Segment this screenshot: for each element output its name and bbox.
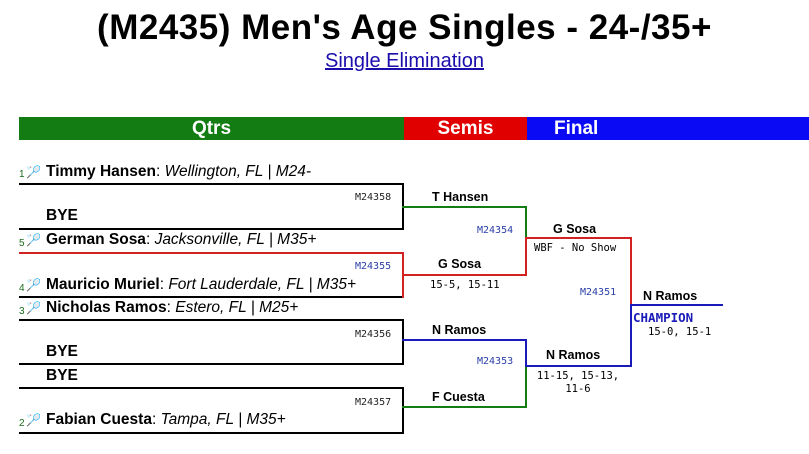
player-info: Tampa, FL | M35+ (160, 411, 286, 428)
bracket-connector (630, 305, 632, 367)
player-name: BYE (46, 343, 78, 360)
player-info: Wellington, FL | M24- (164, 163, 312, 180)
player-entry[interactable]: Nicholas Ramos: Estero, FL | M25+ (46, 299, 299, 316)
bracket-line (19, 363, 404, 365)
page-title: (M2435) Men's Age Singles - 24-/35+ (97, 8, 712, 47)
match-winner: N Ramos (432, 323, 487, 337)
match-score: 11-15, 15-13, 11-6 (536, 370, 620, 395)
seed-number: 2 (19, 418, 25, 429)
bracket-line (19, 296, 404, 298)
champion-name: N Ramos (643, 289, 698, 303)
player-name: Fabian Cuesta (46, 411, 152, 428)
bracket-line (402, 274, 527, 276)
bracket-connector (525, 206, 527, 241)
player-name: BYE (46, 367, 78, 384)
bracket-connector (402, 319, 404, 365)
bracket-line (19, 432, 404, 434)
match-code[interactable]: M24358 (355, 192, 392, 203)
seed-number: 1 (19, 169, 25, 180)
player-entry[interactable]: Fabian Cuesta: Tampa, FL | M35+ (46, 411, 286, 428)
player-entry: BYE (46, 343, 78, 361)
shuttlecock-icon: 🏸 (26, 301, 41, 315)
seed-number: 4 (19, 283, 25, 294)
champion-badge: CHAMPION (633, 310, 694, 325)
bracket-connector (525, 366, 527, 408)
player-entry[interactable]: Mauricio Muriel: Fort Lauderdale, FL | M… (46, 276, 357, 293)
bracket-line (630, 304, 723, 306)
player-name: Nicholas Ramos (46, 299, 167, 316)
player-info: Fort Lauderdale, FL | M35+ (168, 276, 357, 293)
match-score: 15-0, 15-1 (648, 326, 712, 338)
bracket-line (402, 339, 527, 341)
bracket-line (19, 252, 404, 254)
bracket-line (402, 406, 527, 408)
player-entry: BYE (46, 207, 78, 225)
bracket-line (402, 206, 527, 208)
bracket-type-link[interactable]: Single Elimination (325, 50, 484, 72)
player-info: Estero, FL | M25+ (175, 299, 299, 316)
shuttlecock-icon: 🏸 (26, 233, 41, 247)
match-code[interactable]: M24357 (355, 397, 392, 408)
player-name: BYE (46, 207, 78, 224)
round-header-qtrs: Qtrs (19, 117, 404, 140)
bracket-connector (525, 339, 527, 368)
bracket-line (525, 237, 632, 239)
round-header-final: Final (527, 117, 809, 140)
round-header-semis: Semis (404, 117, 527, 140)
bracket-line (19, 183, 404, 185)
match-code[interactable]: M24353 (477, 356, 514, 367)
player-name: Mauricio Muriel (46, 276, 160, 293)
bracket-line (19, 319, 404, 321)
round-label-semis: Semis (437, 118, 494, 139)
bracket-line (19, 387, 404, 389)
match-winner: T Hansen (432, 190, 489, 204)
bracket-connector (402, 387, 404, 434)
match-score: WBF - No Show (534, 242, 617, 254)
player-info: Jacksonville, FL | M35+ (154, 231, 317, 248)
shuttlecock-icon: 🏸 (26, 165, 41, 179)
bracket-line (19, 228, 404, 230)
match-code[interactable]: M24355 (355, 261, 392, 272)
bracket-connector (525, 239, 527, 276)
match-code[interactable]: M24356 (355, 329, 392, 340)
round-label-final: Final (554, 118, 599, 139)
match-code[interactable]: M24351 (580, 287, 617, 298)
player-entry[interactable]: Timmy Hansen: Wellington, FL | M24- (46, 163, 312, 180)
player-name: Timmy Hansen (46, 163, 156, 180)
bracket-line (525, 365, 632, 367)
player-name: German Sosa (46, 231, 146, 248)
shuttlecock-icon: 🏸 (26, 278, 41, 292)
seed-number: 3 (19, 306, 25, 317)
match-winner: N Ramos (546, 348, 601, 362)
match-winner: G Sosa (553, 222, 597, 236)
match-score: 15-5, 15-11 (430, 279, 500, 291)
match-winner: F Cuesta (432, 390, 485, 404)
player-entry: BYE (46, 367, 78, 385)
match-code[interactable]: M24354 (477, 225, 514, 236)
round-label-qtrs: Qtrs (191, 118, 232, 139)
bracket-connector (630, 237, 632, 307)
seed-number: 5 (19, 238, 25, 249)
player-entry[interactable]: German Sosa: Jacksonville, FL | M35+ (46, 231, 317, 248)
match-winner: G Sosa (438, 257, 482, 271)
shuttlecock-icon: 🏸 (26, 413, 41, 427)
